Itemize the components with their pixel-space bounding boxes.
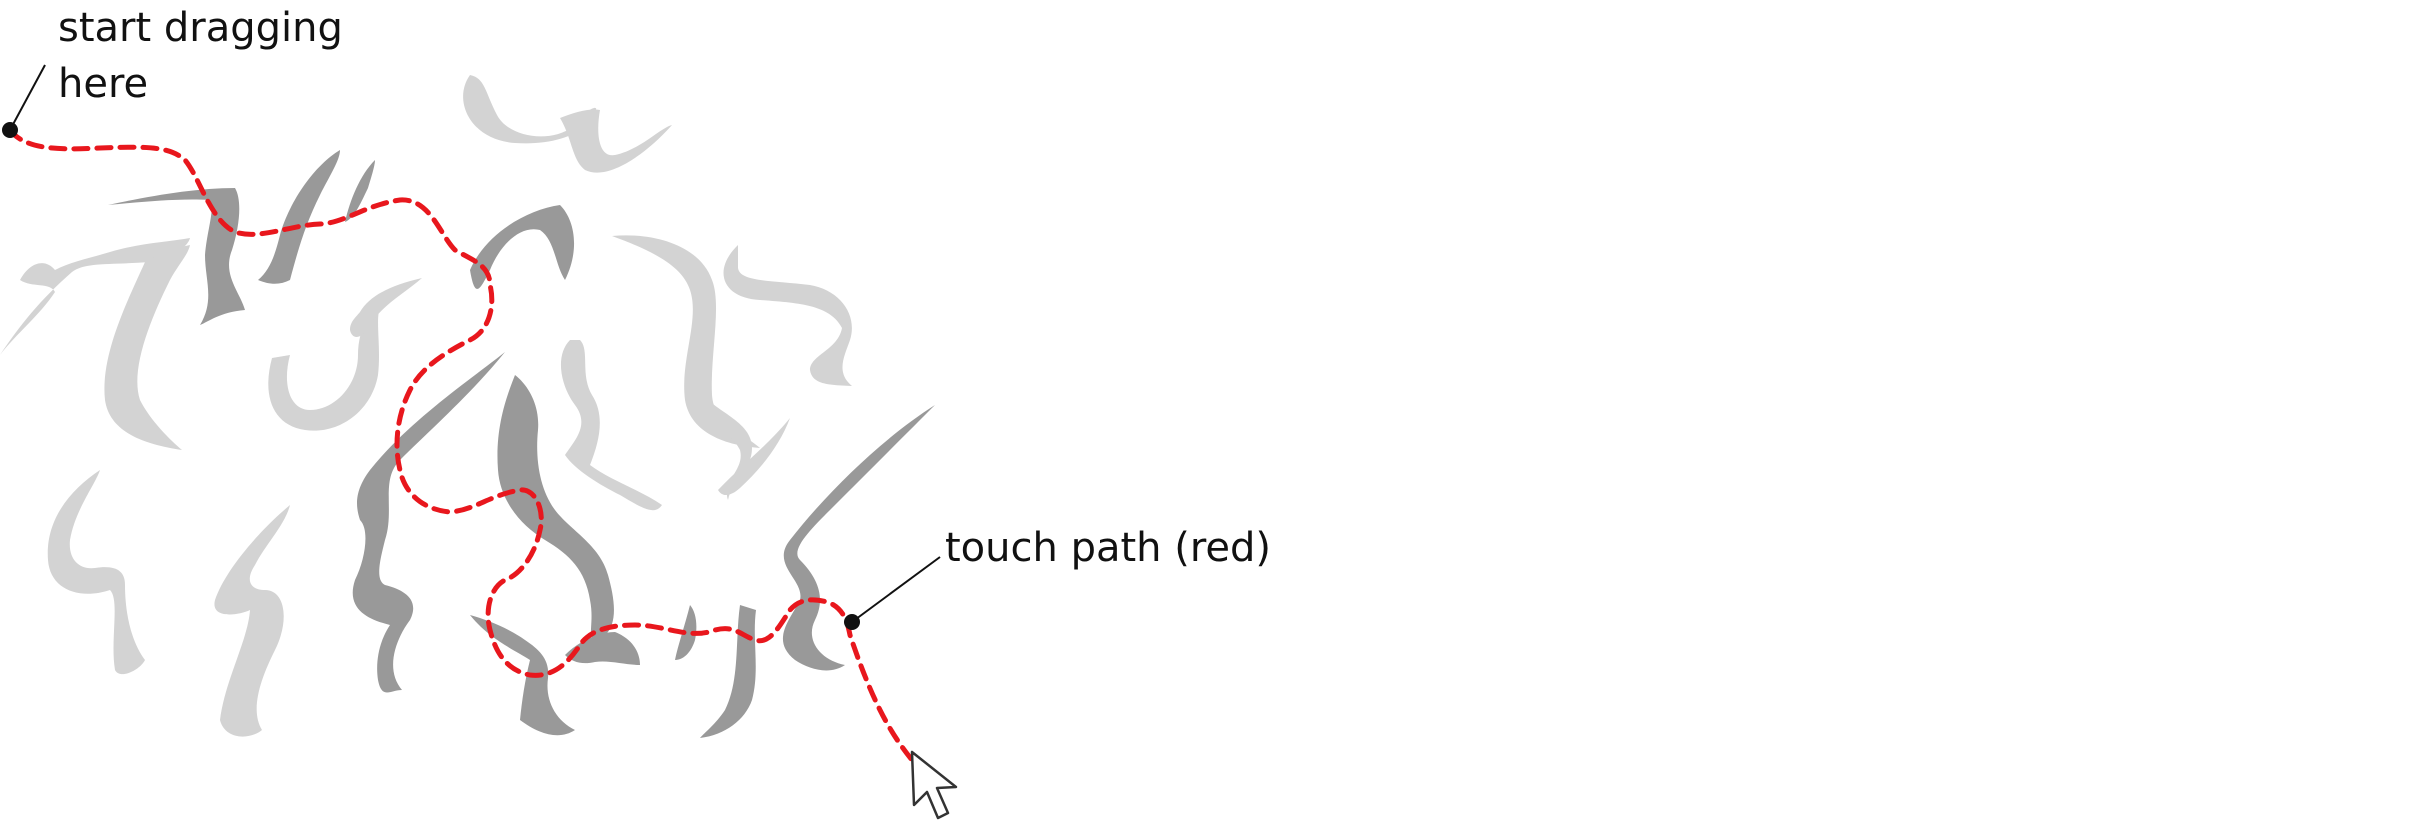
start-marker-group — [2, 64, 46, 138]
end-marker-group — [844, 556, 941, 630]
dark-stroke — [258, 150, 340, 284]
end-marker — [844, 614, 860, 630]
light-stroke — [560, 109, 672, 173]
touch-path — [7, 127, 915, 763]
light-stroke — [350, 278, 422, 337]
light-stroke — [104, 245, 190, 450]
light-stroke — [47, 470, 146, 675]
start-dragging-label: start dragging here — [58, 5, 343, 107]
dark-stroke — [782, 405, 935, 671]
light-stroke — [0, 238, 190, 355]
light-stroke — [268, 300, 385, 431]
start-marker — [2, 122, 18, 138]
start-leader-line — [9, 64, 46, 131]
dark-stroke — [470, 615, 575, 736]
dark-stroke — [352, 352, 505, 693]
touch-path-label: touch path (red) — [945, 525, 1271, 571]
dark-stroke — [470, 205, 575, 289]
dark-stroke — [700, 605, 756, 738]
dark-stroke — [565, 632, 640, 665]
end-leader-line — [851, 556, 941, 623]
light-stroke — [560, 340, 662, 511]
light-stroke — [214, 505, 290, 737]
mouse-pointer-icon — [910, 750, 958, 820]
light-brush-strokes — [0, 75, 852, 737]
light-stroke — [612, 235, 760, 448]
light-stroke — [463, 75, 597, 144]
dark-stroke — [108, 188, 245, 325]
light-stroke — [723, 245, 852, 386]
light-stroke — [718, 418, 790, 496]
dark-stroke — [345, 160, 375, 222]
dark-stroke — [497, 375, 614, 640]
dark-brush-strokes — [108, 150, 935, 738]
